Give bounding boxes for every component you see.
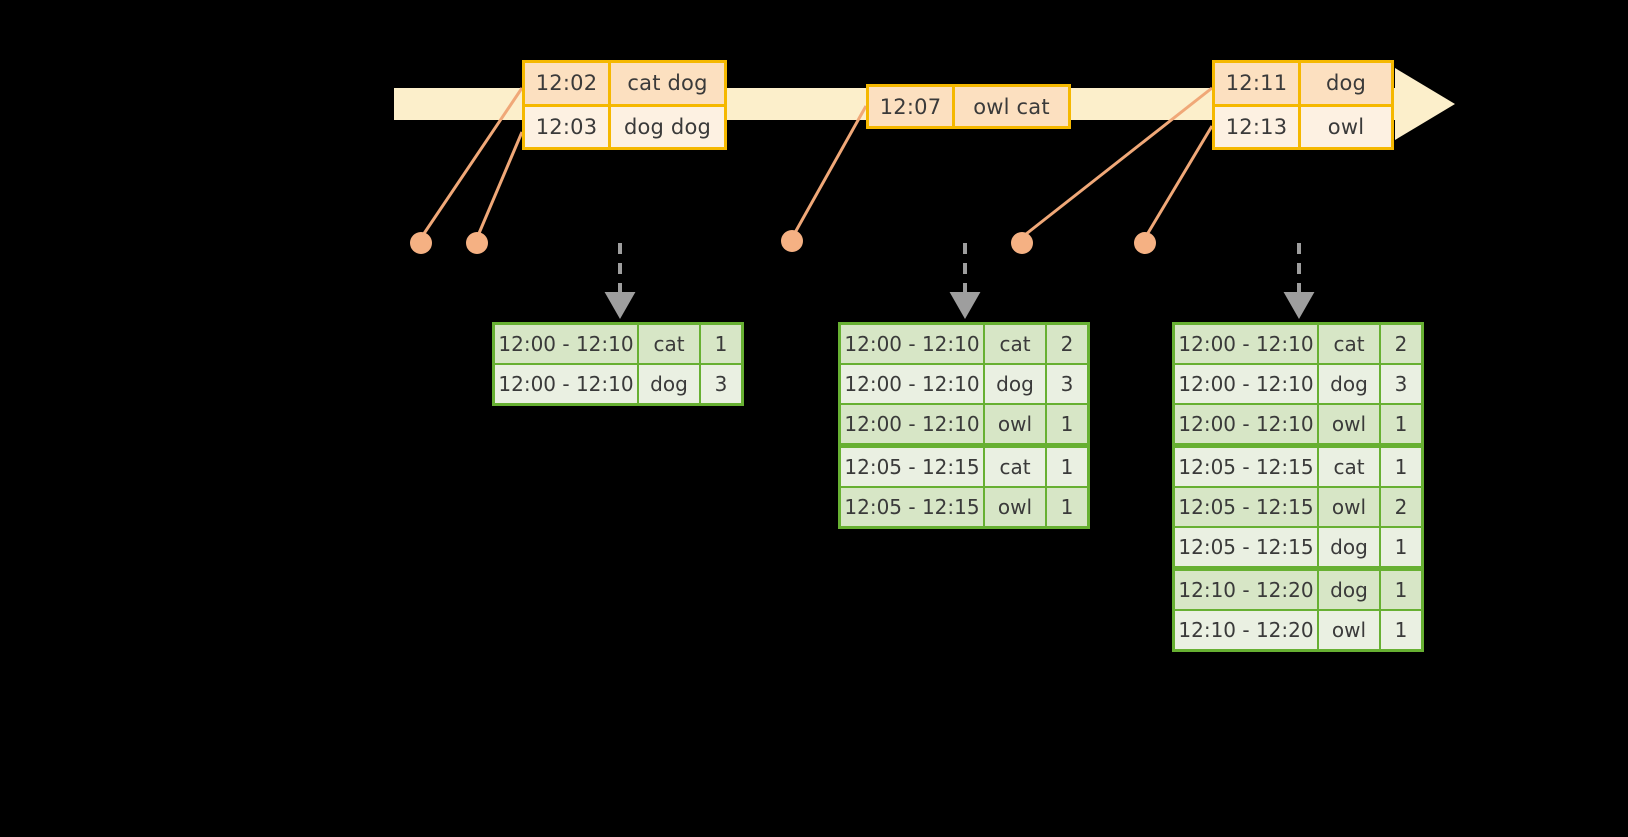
event-row[interactable]: 12:03 dog dog (525, 103, 724, 147)
event-time: 12:11 (1215, 63, 1301, 104)
event-time: 12:13 (1215, 106, 1301, 147)
table-row[interactable]: 12:00 - 12:10 owl 1 (1175, 403, 1421, 446)
table-row[interactable]: 12:05 - 12:15 dog 1 (1175, 526, 1421, 569)
cell-count: 1 (1047, 405, 1087, 443)
table-row[interactable]: 12:00 - 12:10 owl 1 (841, 403, 1087, 446)
cell-word: dog (1319, 571, 1381, 609)
cell-count: 1 (1381, 405, 1421, 443)
table-row[interactable]: 12:05 - 12:15 owl 1 (841, 486, 1087, 526)
cell-word: owl (985, 488, 1047, 526)
cell-window: 12:05 - 12:15 (841, 448, 985, 486)
cell-count: 1 (1381, 611, 1421, 649)
event-words: dog dog (611, 106, 724, 147)
event-row[interactable]: 12:07 owl cat (869, 87, 1068, 126)
event-row[interactable]: 12:13 owl (1215, 103, 1391, 147)
event-dot-4 (1011, 232, 1033, 254)
table-row[interactable]: 12:00 - 12:10 dog 3 (1175, 363, 1421, 403)
cell-window: 12:10 - 12:20 (1175, 571, 1319, 609)
table-row[interactable]: 12:10 - 12:20 dog 1 (1175, 569, 1421, 609)
result-table-3[interactable]: 12:00 - 12:10 cat 2 12:00 - 12:10 dog 3 … (1172, 322, 1424, 652)
cell-word: owl (985, 405, 1047, 443)
cell-word: cat (1319, 448, 1381, 486)
cell-window: 12:05 - 12:15 (1175, 448, 1319, 486)
cell-word: owl (1319, 611, 1381, 649)
cell-word: cat (639, 325, 701, 363)
event-words: cat dog (611, 63, 724, 104)
cell-word: dog (1319, 528, 1381, 566)
cell-count: 2 (1381, 488, 1421, 526)
cell-count: 1 (1381, 571, 1421, 609)
cell-window: 12:00 - 12:10 (841, 405, 985, 443)
cell-window: 12:05 - 12:15 (1175, 528, 1319, 566)
cell-word: dog (639, 365, 701, 403)
cell-count: 1 (1381, 448, 1421, 486)
dashed-flow-arrows (604, 243, 1315, 320)
table-row[interactable]: 12:00 - 12:10 cat 2 (841, 325, 1087, 363)
event-row[interactable]: 12:02 cat dog (525, 63, 724, 104)
event-row[interactable]: 12:11 dog (1215, 63, 1391, 104)
cell-word: owl (1319, 488, 1381, 526)
event-group-3[interactable]: 12:11 dog 12:13 owl (1212, 60, 1394, 150)
event-dot-1 (410, 232, 432, 254)
table-row[interactable]: 12:05 - 12:15 cat 1 (1175, 446, 1421, 486)
table-row[interactable]: 12:00 - 12:10 dog 3 (841, 363, 1087, 403)
event-dot-5 (1134, 232, 1156, 254)
table-row[interactable]: 12:00 - 12:10 cat 2 (1175, 325, 1421, 363)
cell-count: 1 (1047, 488, 1087, 526)
event-time: 12:03 (525, 106, 611, 147)
event-time: 12:07 (869, 87, 955, 126)
cell-window: 12:00 - 12:10 (1175, 365, 1319, 403)
cell-window: 12:00 - 12:10 (495, 365, 639, 403)
table-row[interactable]: 12:05 - 12:15 owl 2 (1175, 486, 1421, 526)
cell-window: 12:05 - 12:15 (841, 488, 985, 526)
event-group-1[interactable]: 12:02 cat dog 12:03 dog dog (522, 60, 727, 150)
cell-count: 3 (1381, 365, 1421, 403)
cell-count: 2 (1047, 325, 1087, 363)
cell-count: 3 (701, 365, 741, 403)
cell-count: 2 (1381, 325, 1421, 363)
cell-word: owl (1319, 405, 1381, 443)
cell-count: 1 (701, 325, 741, 363)
cell-count: 3 (1047, 365, 1087, 403)
event-dot-2 (466, 232, 488, 254)
table-row[interactable]: 12:00 - 12:10 cat 1 (495, 325, 741, 363)
cell-window: 12:00 - 12:10 (1175, 405, 1319, 443)
cell-window: 12:05 - 12:15 (1175, 488, 1319, 526)
cell-window: 12:00 - 12:10 (1175, 325, 1319, 363)
table-row[interactable]: 12:05 - 12:15 cat 1 (841, 446, 1087, 486)
event-words: dog (1301, 63, 1391, 104)
cell-window: 12:00 - 12:10 (841, 325, 985, 363)
event-dot-3 (781, 230, 803, 252)
event-words: owl (1301, 106, 1391, 147)
cell-window: 12:00 - 12:10 (841, 365, 985, 403)
cell-word: dog (985, 365, 1047, 403)
result-table-2[interactable]: 12:00 - 12:10 cat 2 12:00 - 12:10 dog 3 … (838, 322, 1090, 529)
table-row[interactable]: 12:00 - 12:10 dog 3 (495, 363, 741, 403)
cell-word: dog (1319, 365, 1381, 403)
cell-window: 12:00 - 12:10 (495, 325, 639, 363)
cell-word: cat (985, 325, 1047, 363)
cell-word: cat (1319, 325, 1381, 363)
cell-count: 1 (1047, 448, 1087, 486)
event-words: owl cat (955, 87, 1068, 126)
cell-word: cat (985, 448, 1047, 486)
table-row[interactable]: 12:10 - 12:20 owl 1 (1175, 609, 1421, 649)
result-table-1[interactable]: 12:00 - 12:10 cat 1 12:00 - 12:10 dog 3 (492, 322, 744, 406)
event-time: 12:02 (525, 63, 611, 104)
cell-window: 12:10 - 12:20 (1175, 611, 1319, 649)
cell-count: 1 (1381, 528, 1421, 566)
event-group-2[interactable]: 12:07 owl cat (866, 84, 1071, 129)
